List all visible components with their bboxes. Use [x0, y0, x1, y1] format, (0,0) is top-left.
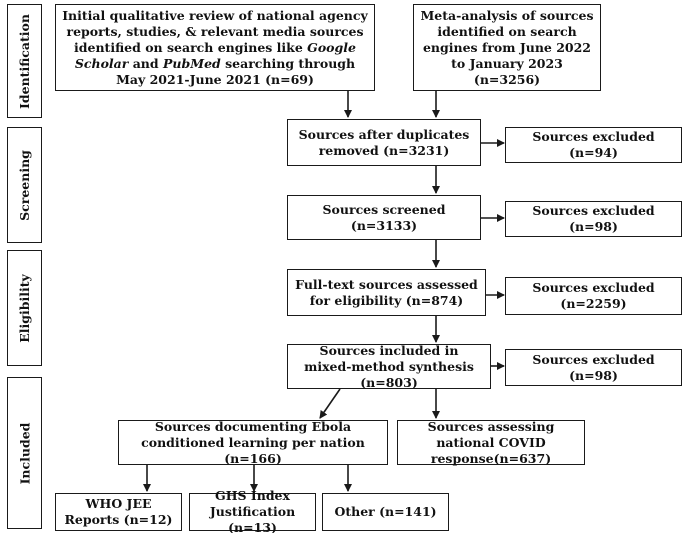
box-who-jee: WHO JEE Reports (n=12)	[55, 493, 182, 531]
box-meta-analysis: Meta-analysis of sources identified on s…	[413, 4, 601, 91]
box-ghs: GHS Index Justification (n=13)	[189, 488, 316, 533]
stage-eligibility: Eligibility	[7, 250, 42, 366]
box-excluded-4: Sources excluded (n=98)	[505, 349, 682, 386]
box-covid: Sources assessing national COVID respons…	[397, 419, 585, 466]
box-screened: Sources screened (n=3133)	[287, 195, 481, 240]
box-after-duplicates: Sources after duplicates removed (n=3231…	[287, 119, 481, 166]
box-full-text: Full-text sources assessed for eligibili…	[287, 269, 486, 316]
box-included-synthesis: Sources included in mixed-method synthes…	[287, 343, 491, 390]
stage-screening: Screening	[7, 127, 42, 243]
box-excluded-1: Sources excluded (n=94)	[505, 127, 682, 163]
box-other: Other (n=141)	[322, 493, 449, 531]
box-excluded-2: Sources excluded (n=98)	[505, 201, 682, 237]
stage-included: Included	[7, 377, 42, 529]
box-ebola: Sources documenting Ebola conditioned le…	[118, 419, 388, 466]
arrow-synthesis-to-ebola	[319, 388, 341, 419]
stage-identification: Identification	[7, 4, 42, 118]
box-excluded-3: Sources excluded (n=2259)	[505, 277, 682, 315]
box-initial-review: Initial qualitative review of national a…	[55, 4, 375, 91]
